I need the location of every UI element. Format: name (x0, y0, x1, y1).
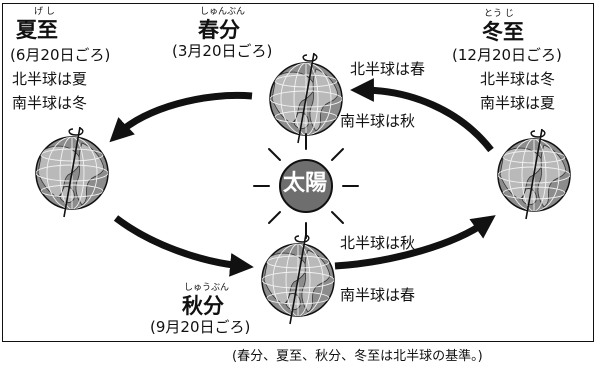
winter-north-text: 北半球は冬 (480, 70, 556, 88)
winter-ruby: とう じ (484, 9, 514, 19)
diagram-frame (2, 3, 594, 342)
autumn-south-text: 南半球は春 (340, 286, 416, 304)
sun-label: 太陽 (283, 171, 328, 196)
earth-winter-globe (498, 129, 570, 219)
winter-title: 冬至 (482, 20, 524, 44)
earth-summer-globe (36, 127, 108, 217)
orbit-arrow-spring-to-summer (109, 91, 253, 143)
spring-title: 春分 (198, 18, 240, 42)
autumn-ruby: しゅうぶん (184, 283, 230, 293)
autumn-north-text: 北半球は秋 (340, 234, 416, 252)
orbit-arrow-summer-to-autumn (113, 215, 254, 277)
spring-date: (3月20日ごろ) (172, 42, 273, 60)
summer-north-text: 北半球は夏 (12, 70, 88, 88)
summer-title: 夏至 (16, 18, 58, 42)
footnote: (春分、夏至、秋分、冬至は北半球の基準。) (232, 349, 483, 364)
summer-south-text: 南半球は冬 (12, 94, 88, 112)
autumn-date: (9月20日ごろ) (150, 318, 251, 336)
sun-icon (253, 133, 359, 239)
orbit-arrow-autumn-to-winter (334, 215, 496, 270)
summer-date: (6月20日ごろ) (10, 46, 111, 64)
earth-autumn-globe (262, 234, 334, 324)
winter-date: (12月20日ごろ) (452, 46, 562, 64)
autumn-title: 秋分 (182, 294, 224, 318)
spring-ruby: しゅんぶん (200, 7, 246, 17)
winter-south-text: 南半球は夏 (480, 94, 556, 112)
spring-south-text: 南半球は秋 (340, 112, 416, 130)
orbit-arrow-winter-to-spring (350, 78, 494, 153)
summer-ruby: げ し (34, 7, 55, 17)
spring-north-text: 北半球は春 (350, 60, 426, 78)
earth-spring-globe (270, 53, 342, 143)
